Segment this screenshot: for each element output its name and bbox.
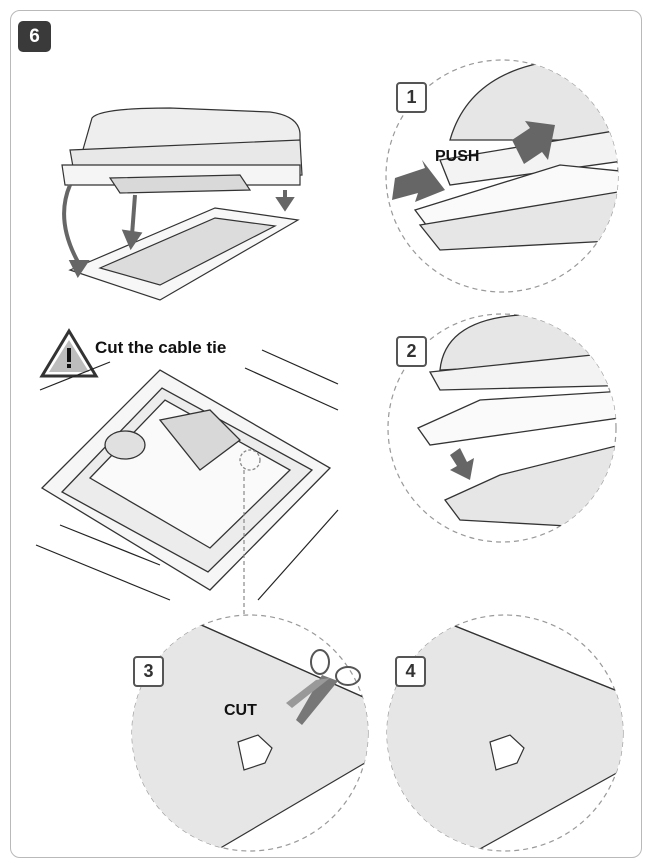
substep-number-1: 1 xyxy=(396,82,427,113)
detail-circle-2 xyxy=(387,313,617,543)
falling-arrows xyxy=(62,184,295,278)
substep-number-3: 3 xyxy=(133,656,164,687)
push-arrows xyxy=(392,121,555,202)
roof-lines xyxy=(35,349,339,601)
warning-label: Cut the cable tie xyxy=(95,338,227,357)
push-label: PUSH xyxy=(435,148,480,165)
frame-top-view xyxy=(40,369,332,591)
scissors-icon xyxy=(286,649,361,725)
cut-label: CUT xyxy=(224,702,257,719)
detail-circle-4 xyxy=(386,614,624,852)
substep-number-2: 2 xyxy=(396,336,427,367)
down-arrow xyxy=(450,448,474,480)
instruction-frame xyxy=(10,10,642,858)
detail-circle-3 xyxy=(131,614,369,852)
detail-circle-1 xyxy=(385,59,619,293)
substep-number-4: 4 xyxy=(395,656,426,687)
warning-triangle-icon xyxy=(39,328,99,378)
vent-assembly-drawing xyxy=(61,107,303,301)
step-number-badge: 6 xyxy=(18,21,51,52)
